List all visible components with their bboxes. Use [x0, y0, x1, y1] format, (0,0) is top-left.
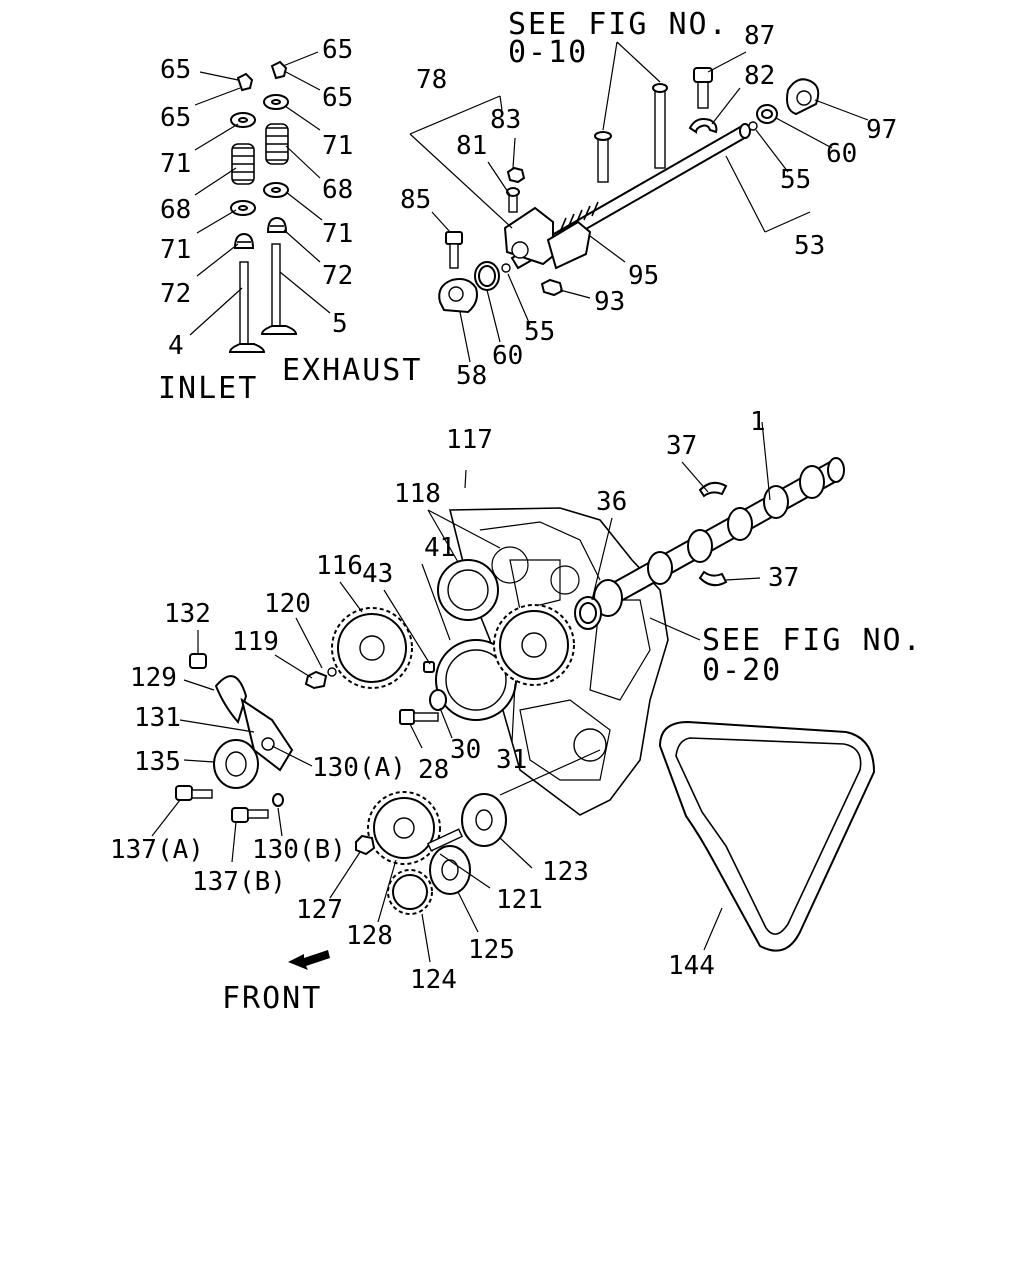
- callout-137a: 137(A): [110, 835, 204, 865]
- callout-65: 65: [160, 55, 191, 85]
- callout-125: 125: [468, 935, 515, 965]
- callout-55: 55: [780, 165, 811, 195]
- timing-housing: [448, 457, 845, 816]
- exhaust-caption: EXHAUST: [282, 353, 422, 388]
- callout-130a: 130(A): [312, 753, 406, 783]
- callout-55: 55: [524, 317, 555, 347]
- callout-43: 43: [362, 559, 393, 589]
- callout-120: 120: [264, 589, 311, 619]
- callout-72: 72: [322, 261, 353, 291]
- callout-144: 144: [668, 951, 715, 981]
- callout-117: 117: [446, 425, 493, 455]
- front-arrow-icon: [288, 950, 330, 970]
- callout-95: 95: [628, 261, 659, 291]
- callout-131: 131: [134, 703, 181, 733]
- callout-87: 87: [744, 21, 775, 51]
- callout-41: 41: [424, 533, 455, 563]
- callout-31: 31: [496, 745, 527, 775]
- callout-68: 68: [160, 195, 191, 225]
- callout-116: 116: [316, 551, 363, 581]
- callout-129: 129: [130, 663, 177, 693]
- callout-58: 58: [456, 361, 487, 391]
- callout-119: 119: [232, 627, 279, 657]
- callout-68: 68: [322, 175, 353, 205]
- callout-5: 5: [332, 309, 348, 339]
- callout-132: 132: [164, 599, 211, 629]
- callout-118: 118: [394, 479, 441, 509]
- rocker-shaft-assembly: [438, 67, 820, 314]
- see-fig-top-line2: 0-10: [508, 35, 588, 70]
- callout-30: 30: [450, 735, 481, 765]
- callout-65: 65: [322, 83, 353, 113]
- callout-65: 65: [160, 103, 191, 133]
- callout-71: 71: [160, 149, 191, 179]
- callout-65: 65: [322, 35, 353, 65]
- callout-71: 71: [160, 235, 191, 265]
- callout-60: 60: [826, 139, 857, 169]
- callout-83: 83: [490, 105, 521, 135]
- callout-137b: 137(B): [192, 867, 286, 897]
- callout-71: 71: [322, 131, 353, 161]
- callout-82: 82: [744, 61, 775, 91]
- callout-128: 128: [346, 921, 393, 951]
- valve-assembly: [228, 60, 298, 353]
- callout-60: 60: [492, 341, 523, 371]
- captions: SEE FIG NO. 0-10 SEE FIG NO. 0-20 INLET …: [158, 7, 923, 1016]
- see-fig-top-line1: SEE FIG NO.: [508, 7, 729, 42]
- see-fig-mid-line2: 0-20: [702, 653, 782, 688]
- callout-124: 124: [410, 965, 457, 995]
- front-caption: FRONT: [222, 981, 322, 1016]
- callout-123: 123: [542, 857, 589, 887]
- callout-85: 85: [400, 185, 431, 215]
- callout-37: 37: [666, 431, 697, 461]
- see-fig-mid-line1: SEE FIG NO.: [702, 623, 923, 658]
- callout-28: 28: [418, 755, 449, 785]
- callout-93: 93: [594, 287, 625, 317]
- callout-4: 4: [168, 331, 184, 361]
- callout-127: 127: [296, 895, 343, 925]
- inlet-caption: INLET: [158, 371, 258, 406]
- callout-81: 81: [456, 131, 487, 161]
- callout-71: 71: [322, 219, 353, 249]
- callout-36: 36: [596, 487, 627, 517]
- timing-gears: [175, 559, 876, 952]
- callout-78: 78: [416, 65, 447, 95]
- callout-37: 37: [768, 563, 799, 593]
- callout-97: 97: [866, 115, 897, 145]
- callout-53: 53: [794, 231, 825, 261]
- part-numbers: 65 65 65 65 71 71 71 71 68 68 72 72 4 5 …: [110, 21, 897, 995]
- callout-1: 1: [750, 407, 766, 437]
- callout-121: 121: [496, 885, 543, 915]
- callout-130b: 130(B): [252, 835, 346, 865]
- callout-135: 135: [134, 747, 181, 777]
- callout-72: 72: [160, 279, 191, 309]
